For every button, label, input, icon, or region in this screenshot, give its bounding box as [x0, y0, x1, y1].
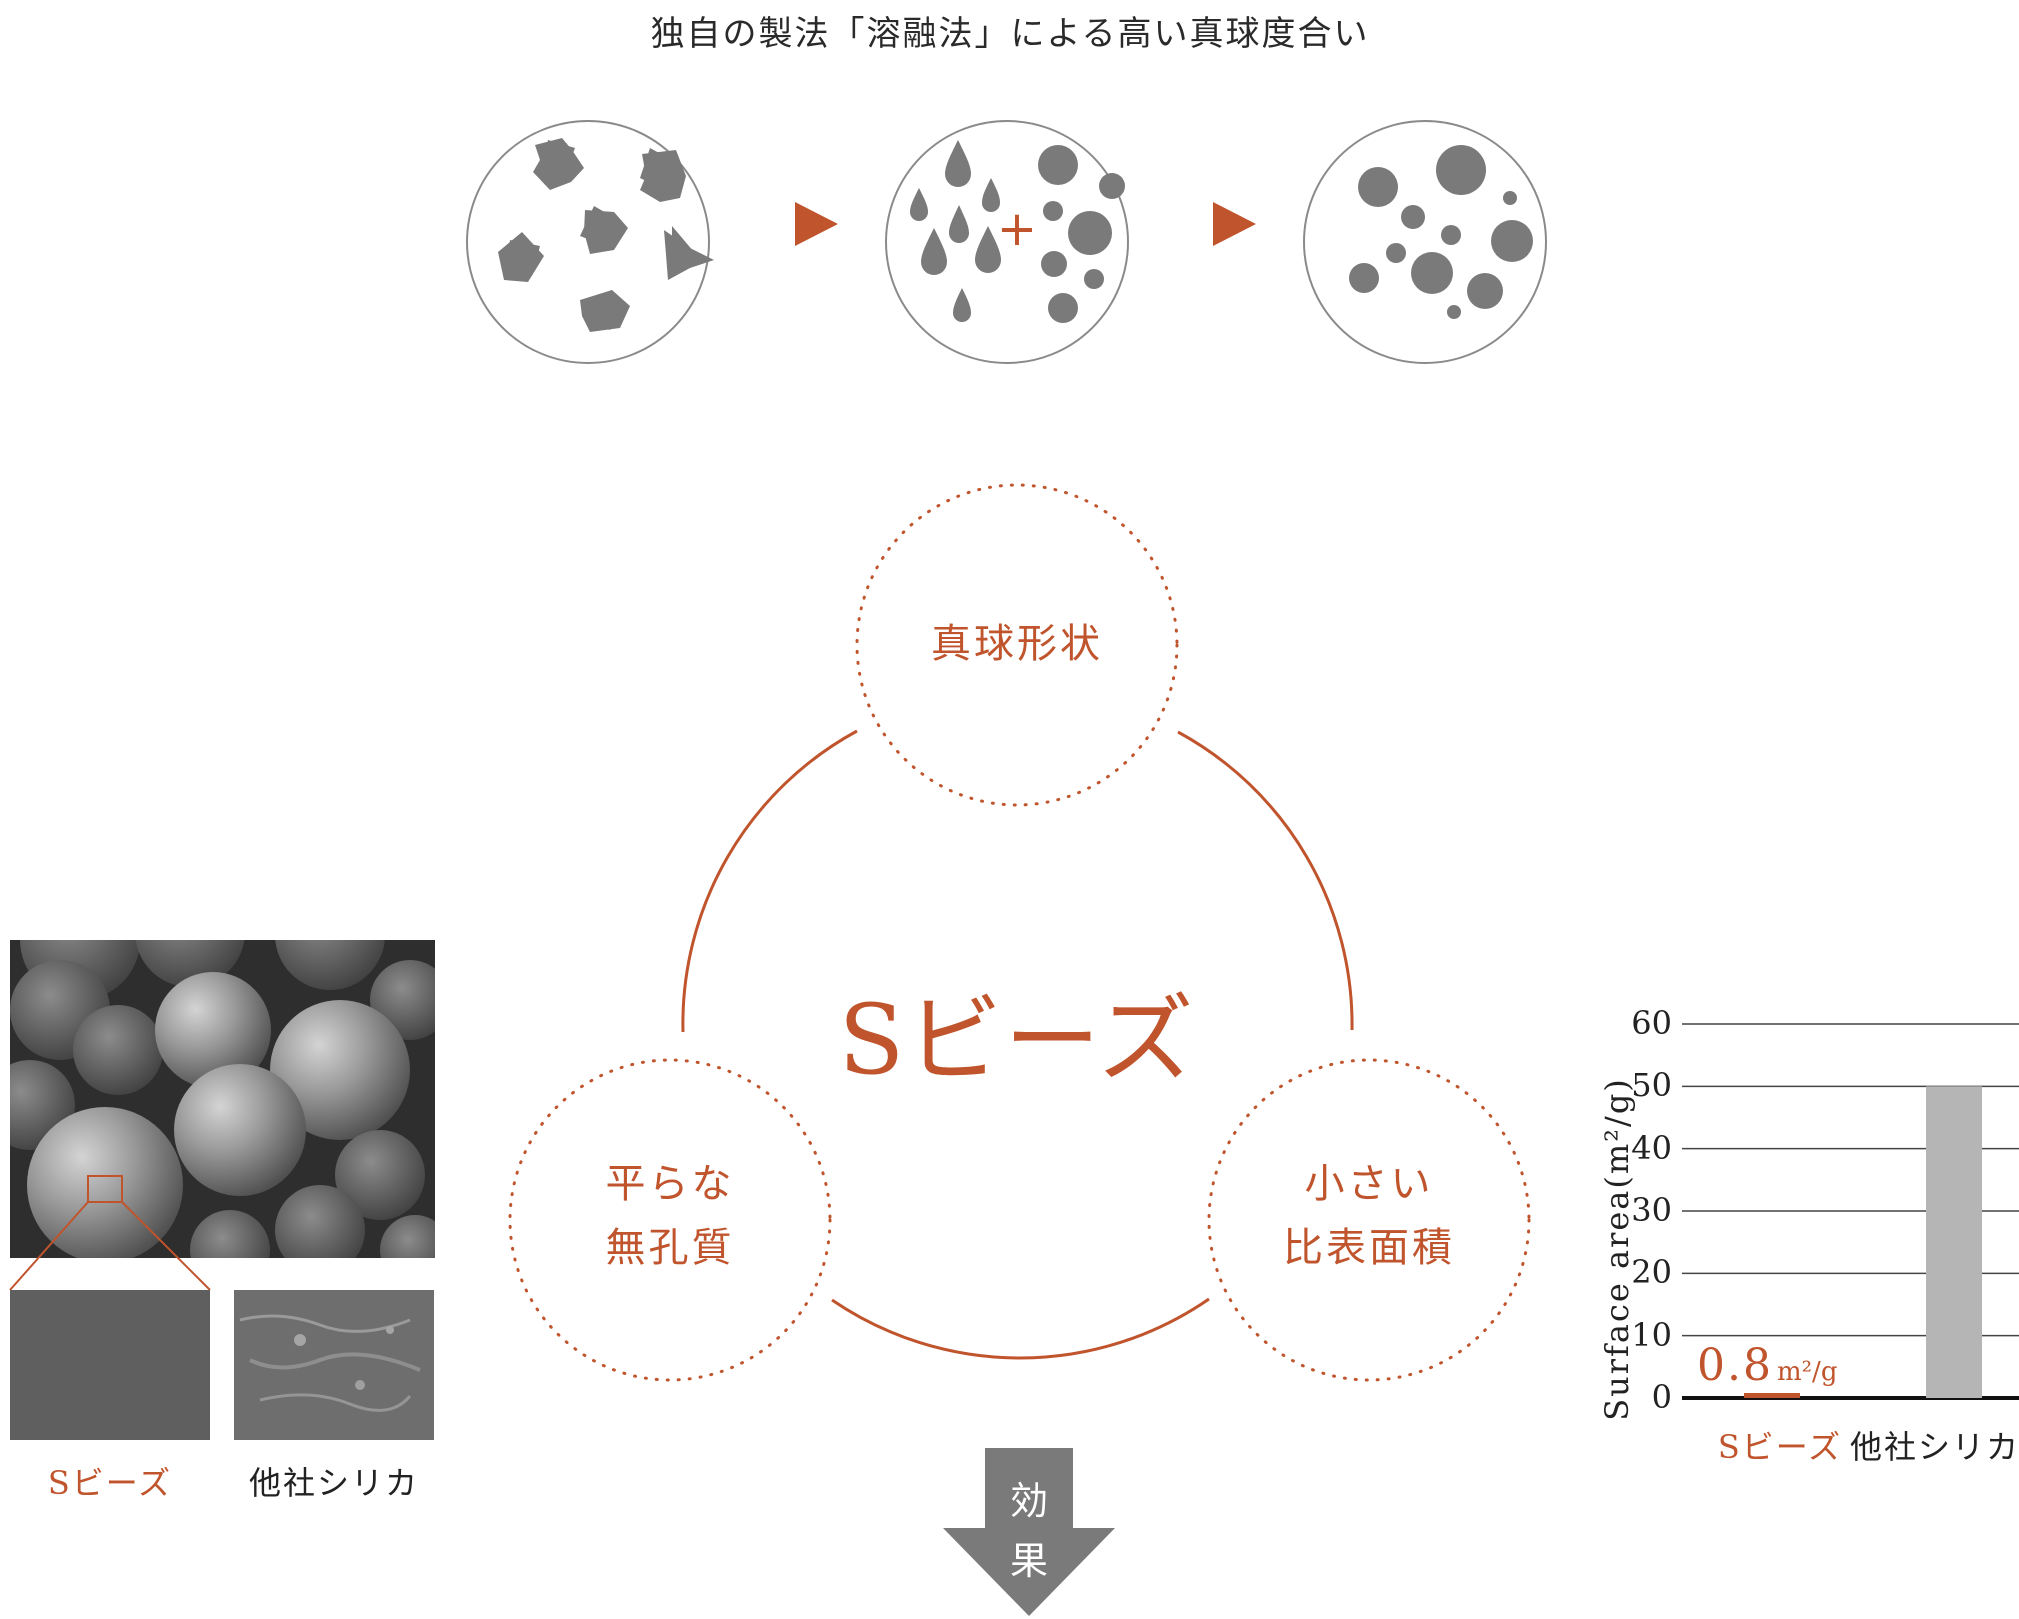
node-small-surface-area-line1: 小さい	[1304, 1161, 1434, 1207]
raw-particles-circle	[466, 120, 714, 364]
chart-bar-1	[1926, 1086, 1982, 1398]
node-small-surface-area-line2: 比表面積	[1283, 1225, 1455, 1271]
melting-circle: +	[885, 120, 1129, 364]
chart-tick-label: 10	[1631, 1315, 1672, 1354]
effect-arrow	[943, 1448, 1115, 1616]
caption-competitor: 他社シリカ	[248, 1464, 419, 1502]
sbeads-surface-image	[10, 1290, 210, 1440]
effect-arrow-text-1: 効	[1009, 1479, 1048, 1523]
process-title: 独自の製法「溶融法」による高い真球度合い	[650, 14, 1370, 54]
process-diagram: +	[466, 120, 1547, 364]
feature-diagram	[508, 483, 1531, 1382]
node-spherical-shape: 真球形状	[867, 612, 1167, 676]
chart-bar-0	[1744, 1393, 1800, 1398]
node-spherical-shape-label: 真球形状	[931, 621, 1103, 667]
effect-arrow-text-2: 果	[1009, 1539, 1048, 1583]
chart-tick-label: 20	[1631, 1253, 1672, 1292]
zoom-line-left	[9, 1201, 89, 1291]
node-small-surface-area: 小さい 比表面積	[1219, 1152, 1519, 1280]
top-node-ring	[855, 483, 1179, 807]
competitor-surface-image	[234, 1290, 434, 1440]
caption-sbeads: Sビーズ	[47, 1464, 173, 1502]
chart-category-competitor: 他社シリカ	[1849, 1428, 2019, 1466]
process-arrow-2	[1213, 202, 1256, 246]
surface-area-chart	[1682, 1023, 2019, 1400]
central-ring	[681, 729, 1354, 1360]
node-flat-nonporous-line2: 無孔質	[605, 1225, 735, 1271]
chart-tick-label: 40	[1631, 1128, 1672, 1167]
node-flat-nonporous-line1: 平らな	[605, 1161, 735, 1207]
node-flat-nonporous: 平らな 無孔質	[520, 1152, 820, 1280]
plus-symbol: +	[997, 201, 1037, 257]
process-arrow-1	[795, 202, 838, 246]
spheres-circle	[1303, 120, 1547, 364]
zoom-line-right	[121, 1201, 211, 1291]
right-node-ring	[1207, 1058, 1531, 1382]
chart-tick-label: 60	[1631, 1004, 1672, 1042]
product-name: Sビーズ	[838, 984, 1196, 1096]
sem-micrograph	[10, 940, 435, 1258]
chart-value-number: 0.8	[1697, 1340, 1773, 1391]
micrograph-panel	[9, 940, 435, 1440]
chart-category-sbeads: Sビーズ	[1717, 1428, 1843, 1466]
left-node-ring	[508, 1058, 832, 1382]
chart-tick-label: 50	[1631, 1066, 1672, 1105]
chart-tick-label: 0	[1651, 1378, 1672, 1416]
chart-tick-label: 30	[1631, 1191, 1672, 1229]
chart-value-unit: m²/g	[1776, 1357, 1838, 1387]
